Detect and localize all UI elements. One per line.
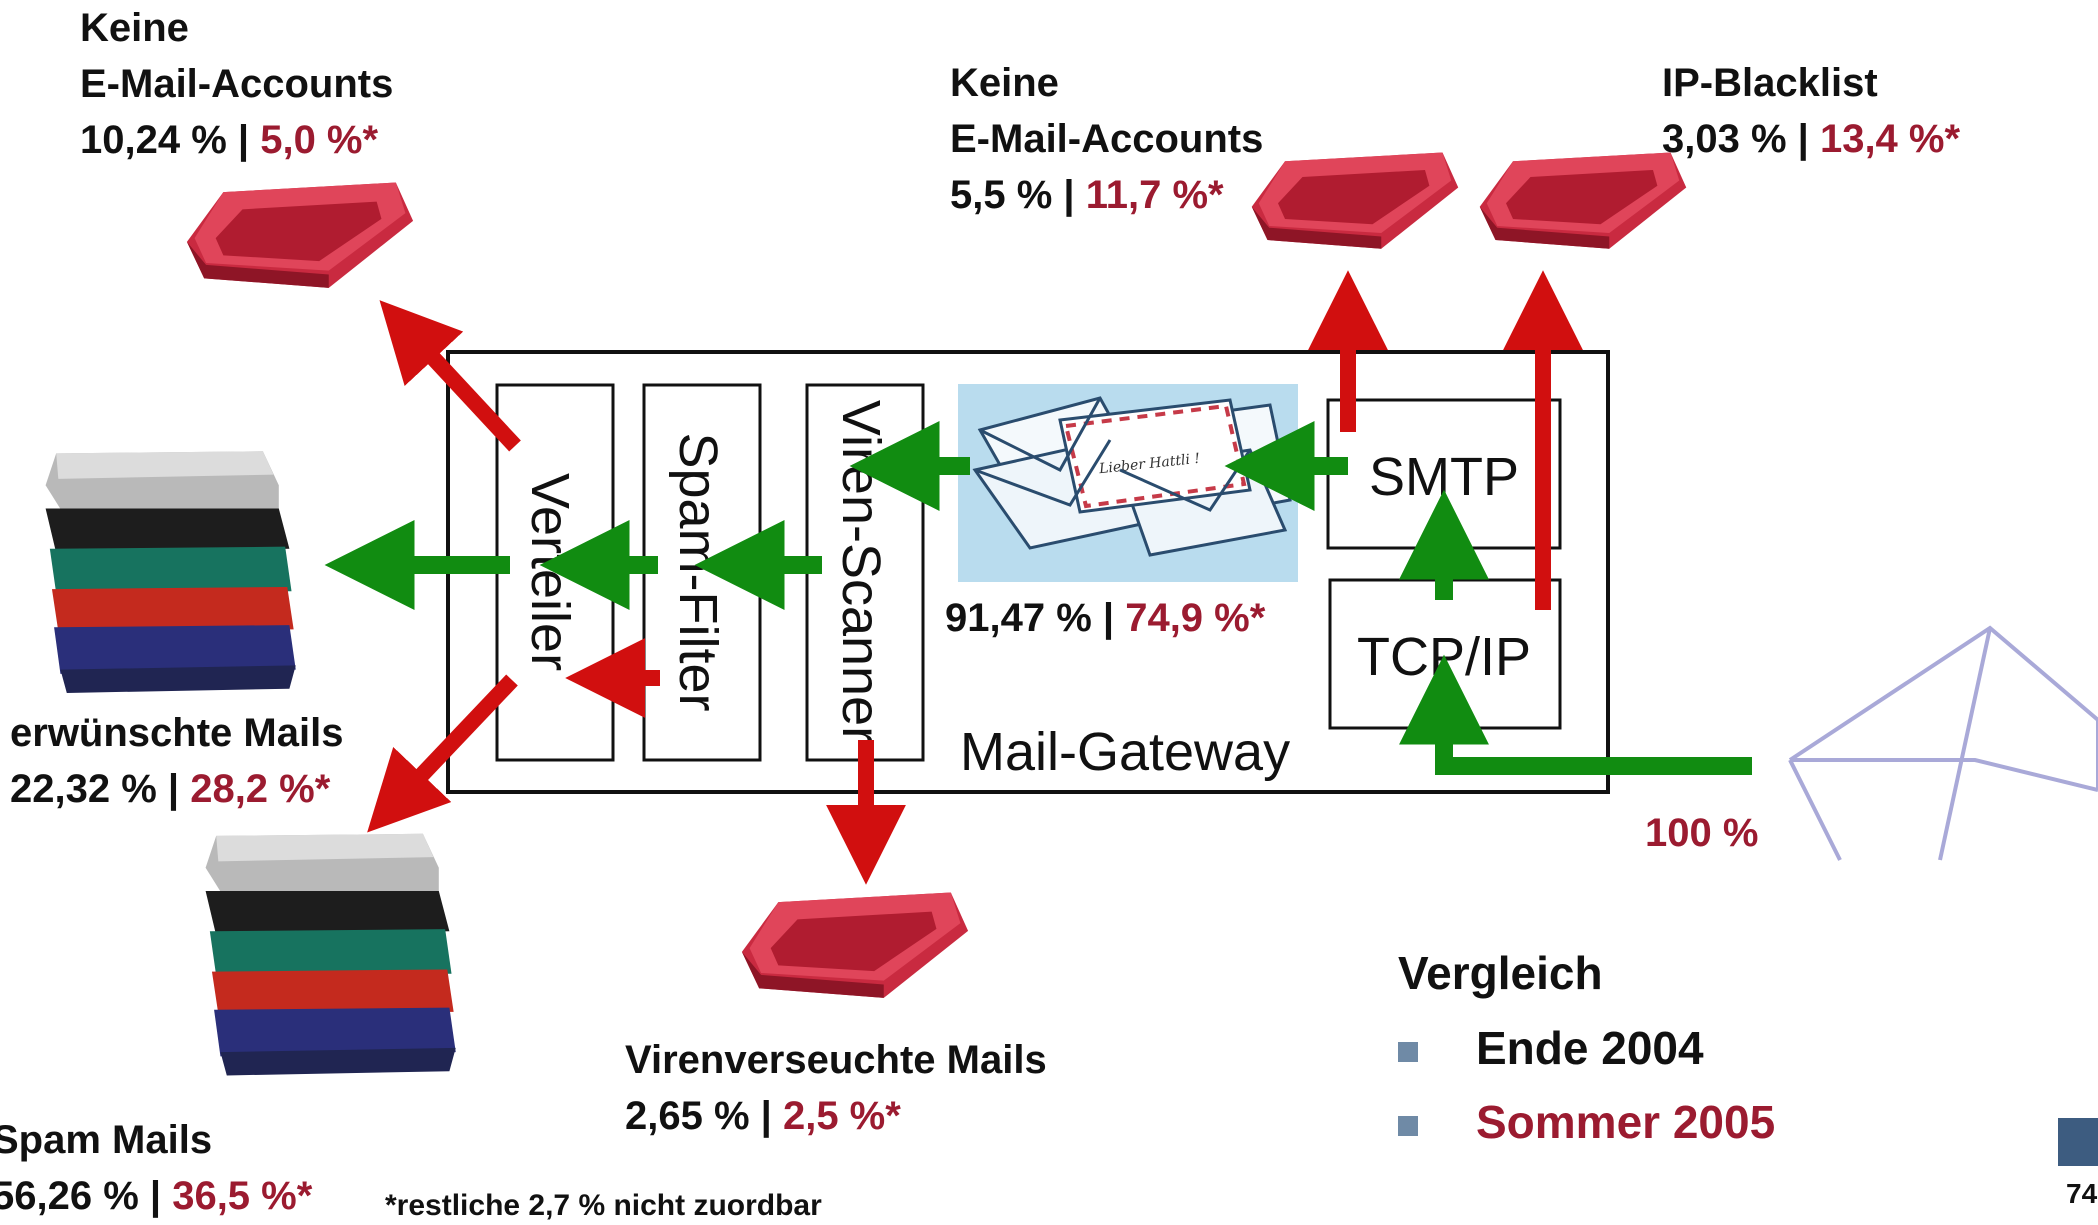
page-number: 74 [2066,1178,2098,1209]
tray-keine-accounts-left [186,182,414,288]
stack-spam [205,833,456,1076]
label-spam: Spam Mails 56,26 % | 36,5 %* [0,1118,313,1218]
label-virenverseuchte: Virenverseuchte Mails 2,65 % | 2,5 %* [625,1038,1047,1138]
label-erwuenschte: erwünschte Mails 22,32 % | 28,2 %* [10,711,344,811]
legend-bullet-2005 [1398,1116,1418,1136]
stack-erwuenschte [45,451,296,693]
label-input-100: 100 % [1645,811,1759,855]
mail-pile-image: Lieber Hattli ! [958,384,1298,582]
legend-bullet-2004 [1398,1042,1418,1062]
label-keine-accounts-left: Keine E-Mail-Accounts 10,24 % | 5,0 %* [80,6,394,162]
spam-filter-label: Spam-Filter [668,432,728,711]
viren-scanner-label: Viren-Scanner [831,400,891,744]
legend-item-2004: Ende 2004 [1476,1022,1704,1074]
footnote: *restliche 2,7 % nicht zuordbar [385,1189,822,1222]
tcpip-label: TCP/IP [1357,627,1531,687]
legend-item-2005: Sommer 2005 [1476,1096,1776,1148]
tray-virenverseuchte [741,892,969,998]
mail-gateway-label: Mail-Gateway [960,722,1290,782]
tray-keine-accounts-right [1251,152,1459,249]
smtp-label: SMTP [1369,447,1519,507]
legend-title: Vergleich [1398,947,1603,999]
arrow-verteiler-no-account [379,300,521,452]
arrow-input-to-tcpip [1399,654,1752,775]
tray-ip-blacklist [1479,152,1687,249]
page-corner-marker [2058,1118,2098,1166]
label-passed: 91,47 % | 74,9 %* [945,596,1266,640]
verteiler-label: Verteiler [520,473,580,671]
label-keine-accounts-right: Keine E-Mail-Accounts 5,5 % | 11,7 %* [950,61,1264,217]
arrow-verteiler-to-spam [367,674,518,833]
incoming-envelope-icon [1788,625,2098,861]
label-ip-blacklist: IP-Blacklist 3,03 % | 13,4 %* [1662,61,1961,161]
